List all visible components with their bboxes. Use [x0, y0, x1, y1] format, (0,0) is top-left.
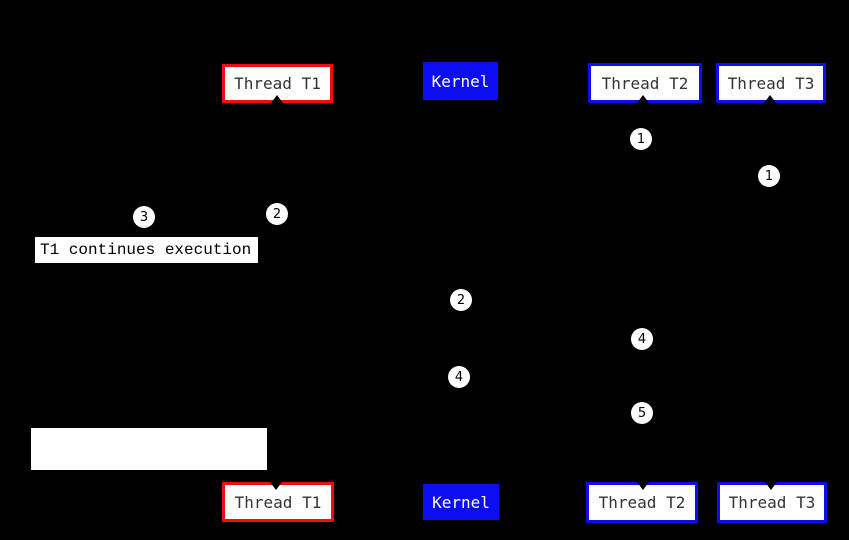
- step-circle: 5: [631, 402, 653, 424]
- node-kernel-bottom: Kernel: [423, 484, 499, 520]
- step-circle: 2: [266, 203, 288, 225]
- step-circle: 4: [448, 366, 470, 388]
- step-circle: 1: [758, 165, 780, 187]
- step-circle: 2: [450, 289, 472, 311]
- arrowhead-up-icon: [764, 95, 776, 103]
- arrowhead-up-icon: [271, 95, 283, 103]
- step-circle: 3: [133, 206, 155, 228]
- arrowhead-down-icon: [637, 482, 649, 490]
- step-circle: 1: [630, 128, 652, 150]
- arrowhead-down-icon: [270, 482, 282, 490]
- arrowhead-down-icon: [765, 482, 777, 490]
- node-kernel-top: Kernel: [423, 62, 498, 100]
- step-circle: 4: [631, 328, 653, 350]
- blank-label-box: [31, 428, 267, 470]
- arrowhead-up-icon: [637, 95, 649, 103]
- note-t1-continues: T1 continues execution: [35, 237, 258, 263]
